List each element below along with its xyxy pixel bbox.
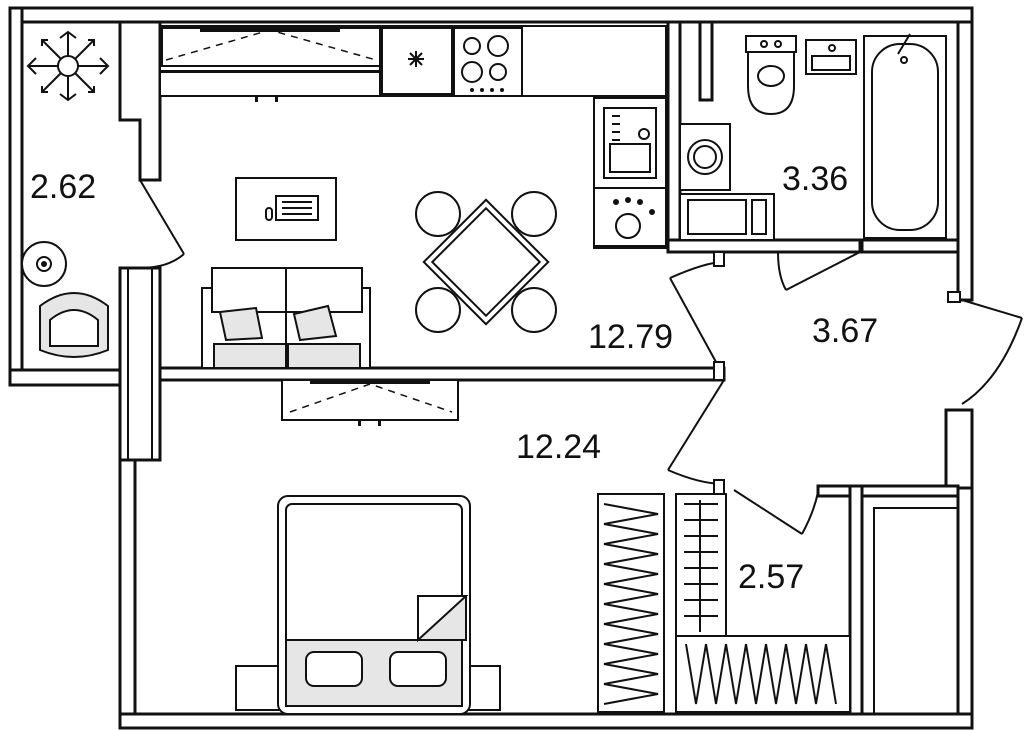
microwave-icon (679, 193, 775, 241)
kitchen-door[interactable] (669, 261, 725, 363)
chair (511, 287, 557, 333)
fridge (381, 27, 453, 95)
wall-bathroom-left-b (698, 20, 714, 102)
wall-left-lower (118, 458, 137, 730)
wall-bottom (118, 712, 974, 730)
chair (415, 287, 461, 333)
living-furniture (201, 177, 557, 369)
sink-icon (603, 107, 657, 179)
room-area-balcony: 2.62 (30, 168, 96, 206)
range-hood (159, 27, 381, 102)
hob-icon (593, 187, 667, 247)
doors (139, 179, 1023, 535)
room-area-bathroom: 3.36 (782, 160, 848, 198)
bed (235, 495, 501, 715)
wall-balcony-partition (118, 20, 162, 182)
room-area-wardrobe: 2.57 (738, 558, 804, 596)
wall-bathroom-bottom (666, 238, 862, 254)
wall-balcony-bottom (8, 368, 122, 387)
wall-bathroom-left (666, 20, 682, 252)
wall-right (956, 20, 974, 302)
balcony-furniture (21, 30, 110, 358)
sink-icon (805, 39, 857, 75)
wardrobe-door[interactable] (733, 489, 819, 535)
bathroom-door[interactable] (777, 251, 861, 291)
bathroom-fixtures (679, 33, 947, 241)
tv-icon (281, 379, 459, 426)
side-table (21, 241, 67, 287)
wardrobe-left (597, 493, 665, 713)
room-area-bedroom: 12.24 (516, 428, 601, 466)
toilet-icon (745, 35, 797, 116)
sofa (201, 267, 371, 369)
balcony-door[interactable] (139, 179, 185, 269)
kitchen-counter-side (593, 97, 667, 249)
wall-wardrobe-top (816, 484, 960, 498)
wall-top (8, 6, 974, 24)
wall-wardrobe-right (848, 484, 864, 716)
room-area-hallway: 3.67 (812, 312, 878, 350)
wall-left-window (118, 266, 162, 462)
walls (8, 6, 974, 730)
entrance-door[interactable] (961, 299, 1023, 405)
washing-machine-icon (679, 123, 731, 191)
bathtub-icon (863, 33, 947, 239)
wall-hallway-right (944, 408, 974, 490)
wall-bathroom-bottom-r (860, 238, 960, 254)
armchair (39, 292, 109, 358)
laptop-icon (235, 177, 337, 241)
kitchen-counter-top (159, 25, 667, 102)
wall-kitchen-bedroom (158, 366, 726, 382)
dining-table (415, 191, 557, 333)
snowflake-icon (408, 51, 424, 67)
bedroom-door[interactable] (667, 379, 725, 485)
stove-icon (453, 27, 523, 97)
storage-box (873, 507, 959, 715)
chair (511, 191, 557, 237)
plant-icon (26, 30, 110, 102)
chair (415, 191, 461, 237)
room-area-kitchen-living: 12.79 (588, 318, 673, 356)
wall-balcony-left (8, 6, 24, 387)
wardrobe-right (675, 493, 851, 713)
